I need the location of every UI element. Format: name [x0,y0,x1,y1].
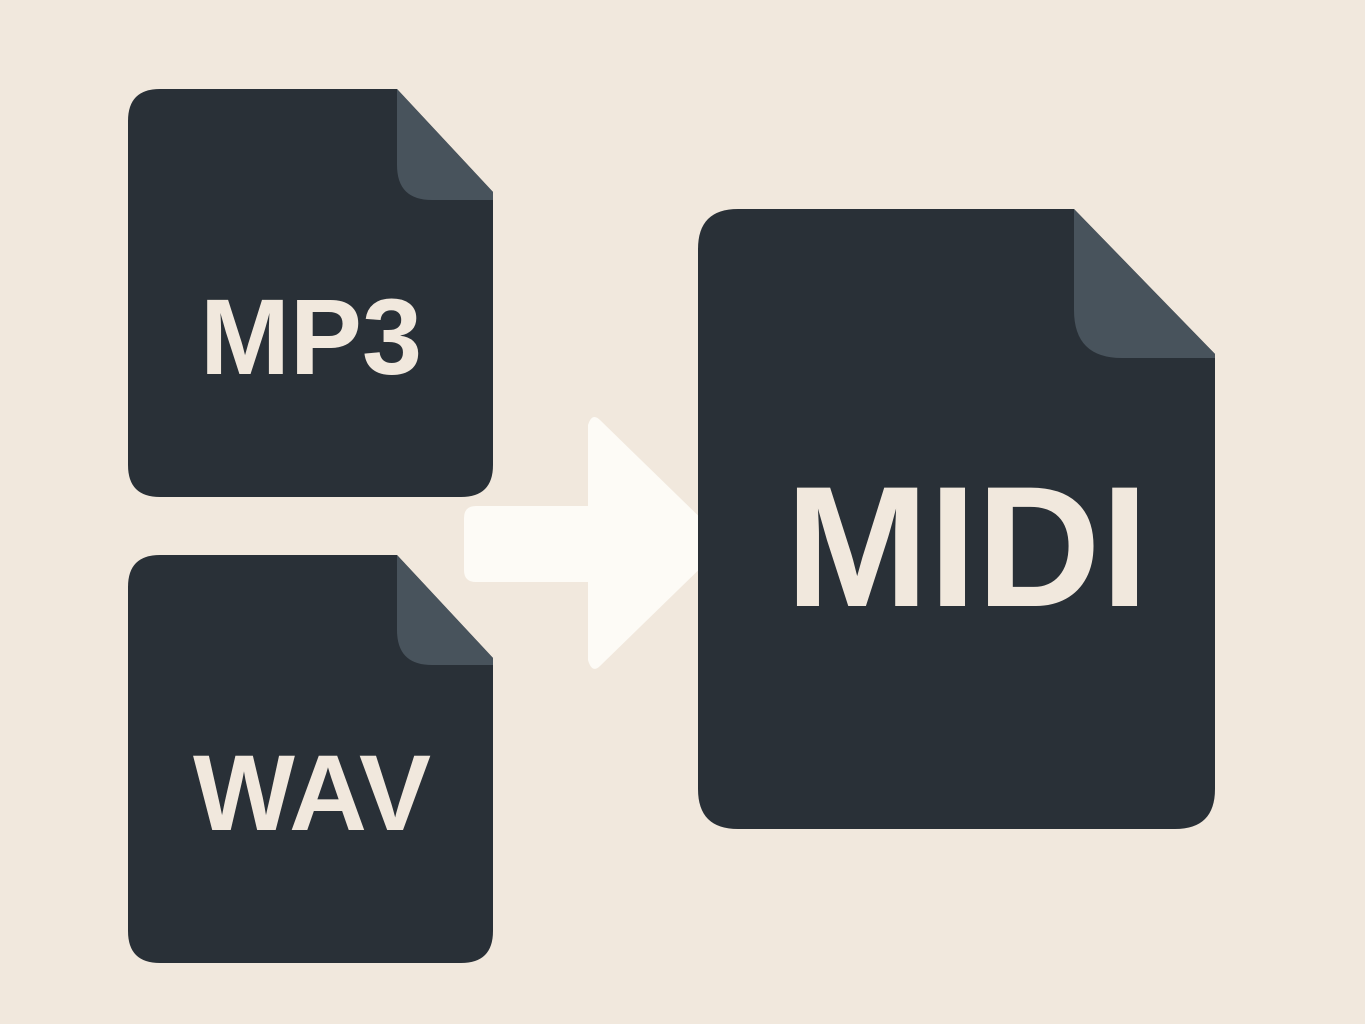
wav-label: WAV [193,732,431,853]
mp3-file-body [128,89,493,497]
wav-file-body [128,555,493,963]
midi-file-body [698,209,1215,829]
mp3-file-icon: MP3 [128,89,493,497]
midi-file-fold [1074,209,1215,358]
wav-file-icon: WAV [128,555,493,963]
arrow-right-icon [464,416,720,669]
mp3-file-fold [397,89,493,200]
midi-label: MIDI [785,451,1148,643]
midi-file-icon: MIDI [698,209,1215,829]
wav-file-fold [397,555,493,665]
arrow-shape [464,416,720,669]
mp3-label: MP3 [200,276,422,397]
